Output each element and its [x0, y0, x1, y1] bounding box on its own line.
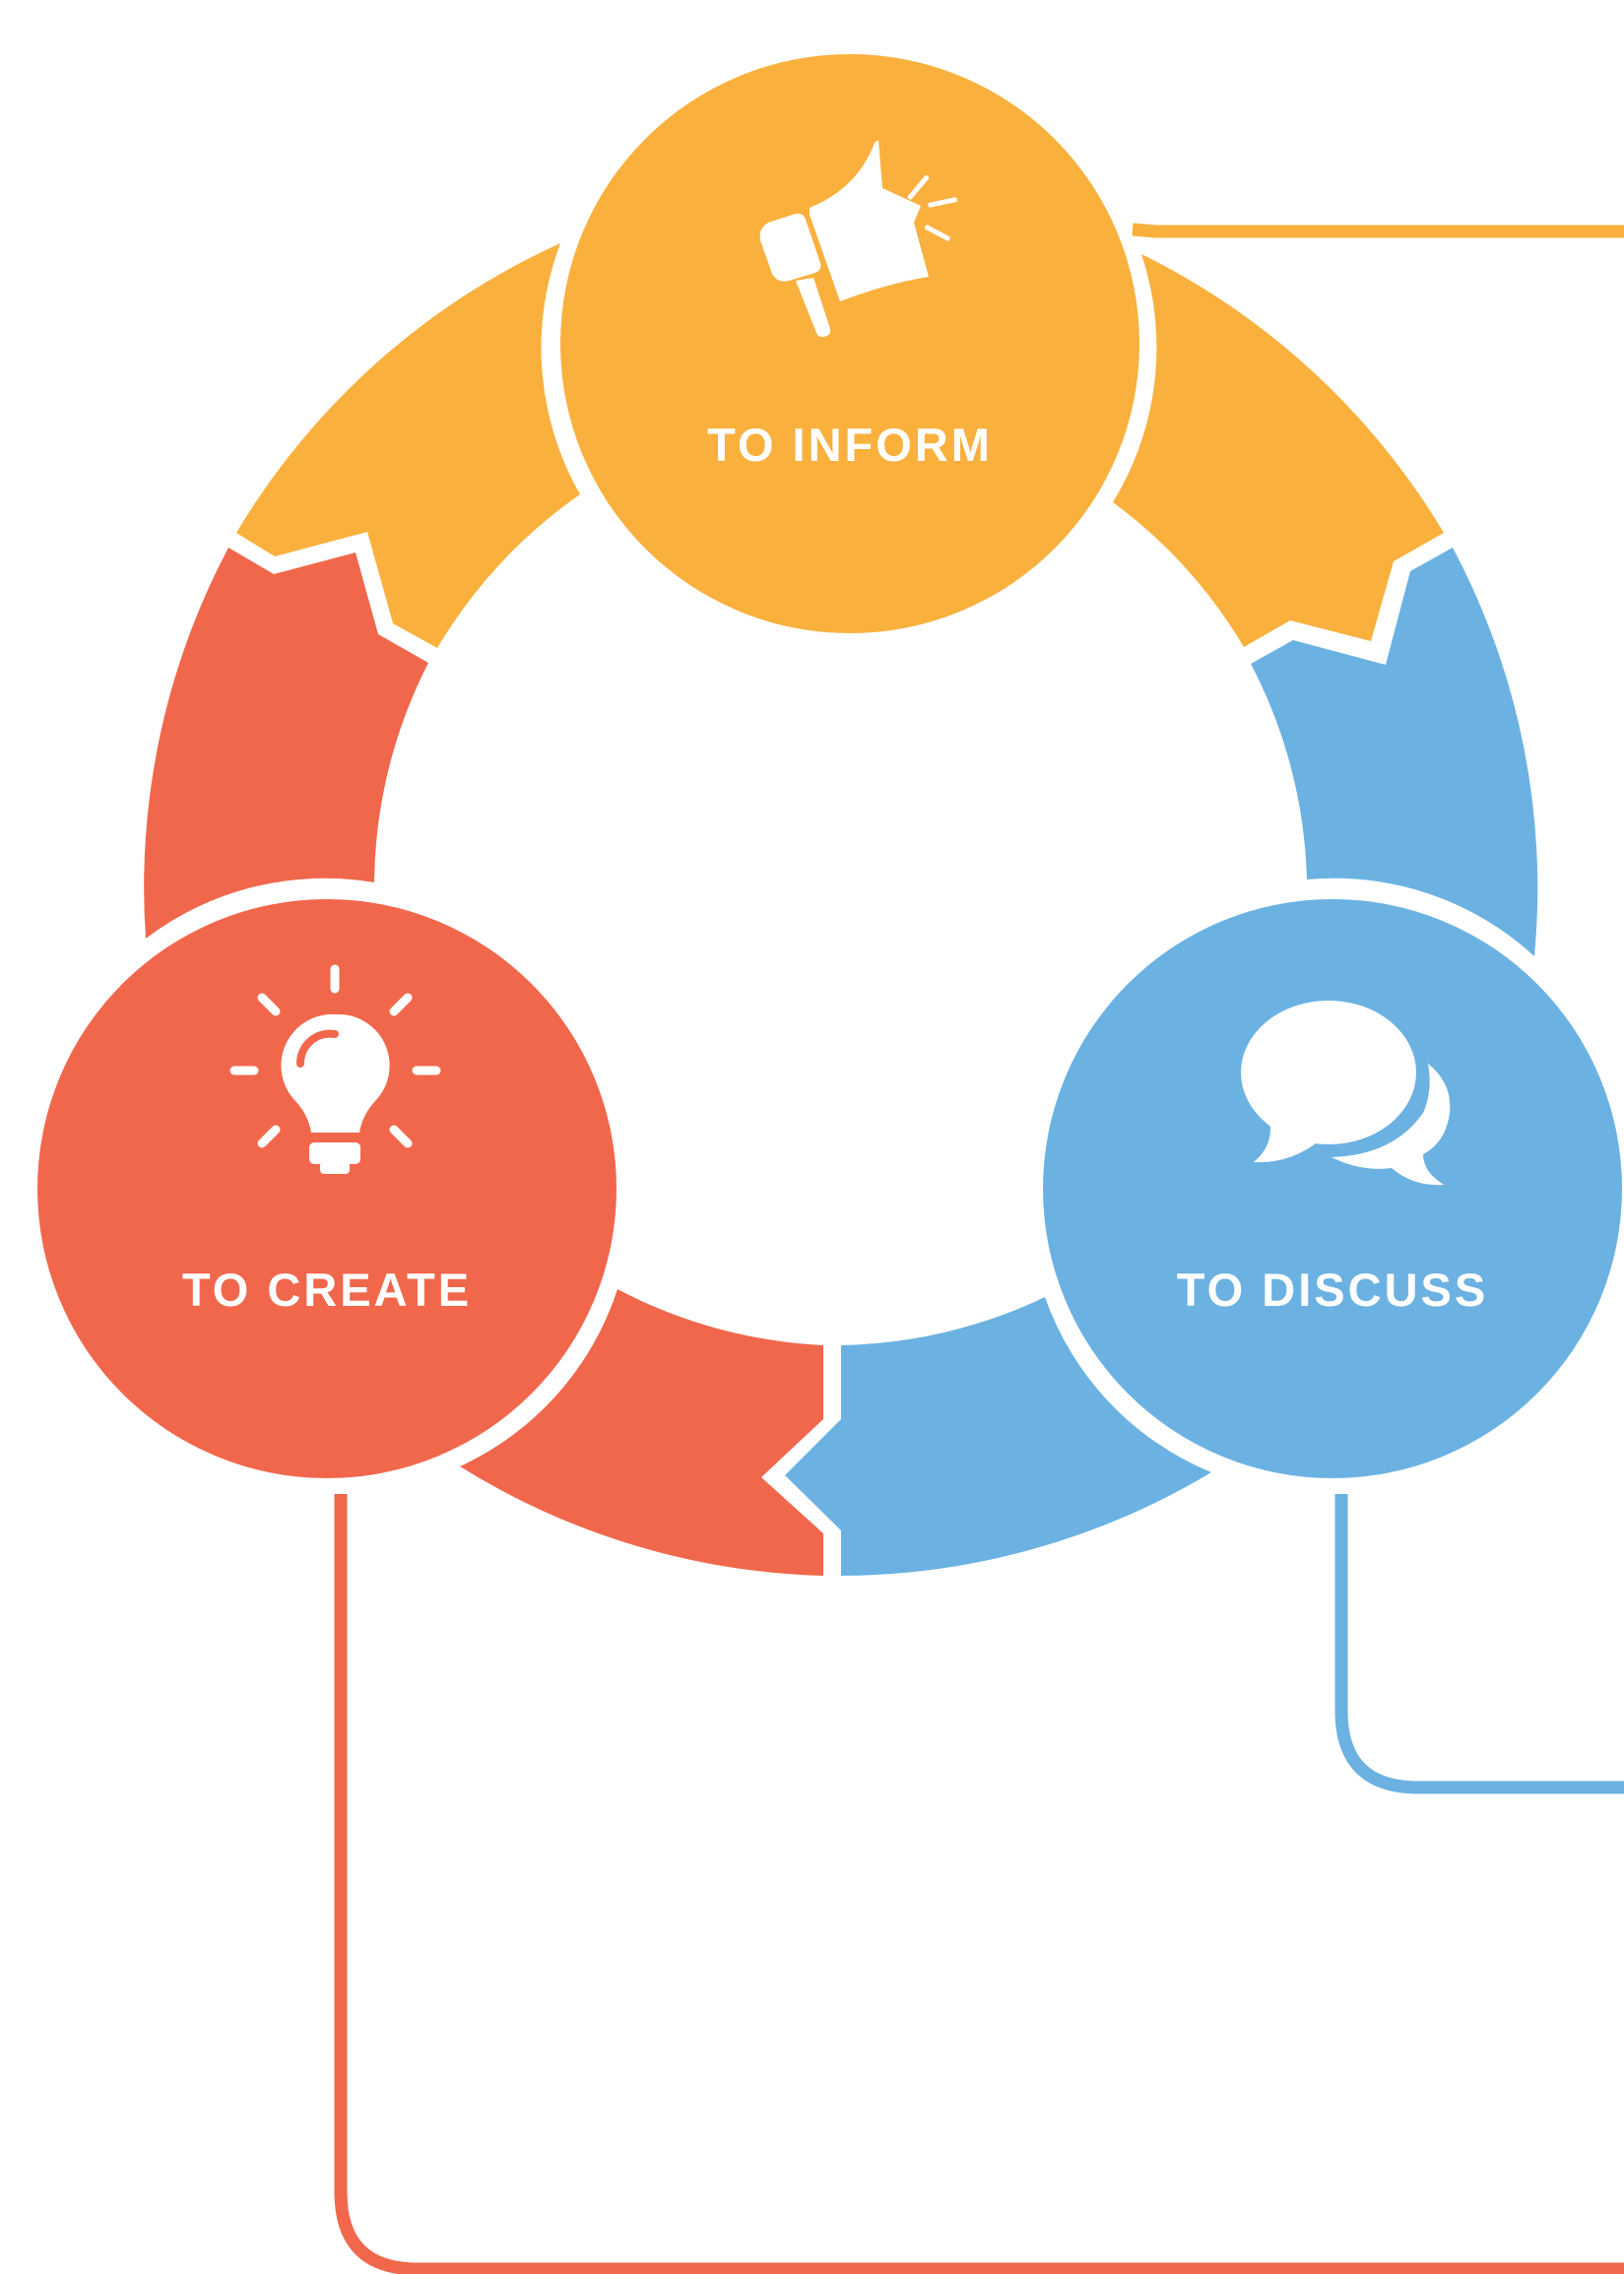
node-discuss: TO DISCUSS — [1043, 899, 1622, 1478]
ring-segment-create — [144, 548, 428, 939]
node-discuss-label: TO DISCUSS — [1177, 1264, 1488, 1316]
cycle-ring — [144, 243, 1538, 1576]
ring-segment-discuss — [1251, 548, 1538, 956]
speech-bubbles-icon — [1241, 1001, 1451, 1186]
megaphone-icon — [759, 140, 957, 338]
node-create: TO CREATE — [37, 899, 617, 1478]
lightbulb-icon — [229, 964, 441, 1174]
ring-segment-discuss-bottom — [785, 1297, 1211, 1576]
ring-segment-create-bottom — [460, 1289, 823, 1576]
node-discuss-circle — [1043, 899, 1622, 1478]
connector-lines — [334, 223, 1624, 2274]
ring-segment-inform — [236, 243, 580, 648]
discuss-connector-line — [1334, 1494, 1624, 1794]
ring-segment-inform-right — [1113, 254, 1444, 647]
node-inform: TO INFORM — [560, 54, 1139, 633]
inform-connector-line — [1132, 223, 1624, 238]
node-inform-label: TO INFORM — [707, 419, 993, 471]
node-create-circle — [37, 899, 617, 1478]
create-connector-line — [334, 1494, 1624, 2274]
node-inform-circle — [560, 54, 1139, 633]
node-create-label: TO CREATE — [182, 1264, 472, 1316]
